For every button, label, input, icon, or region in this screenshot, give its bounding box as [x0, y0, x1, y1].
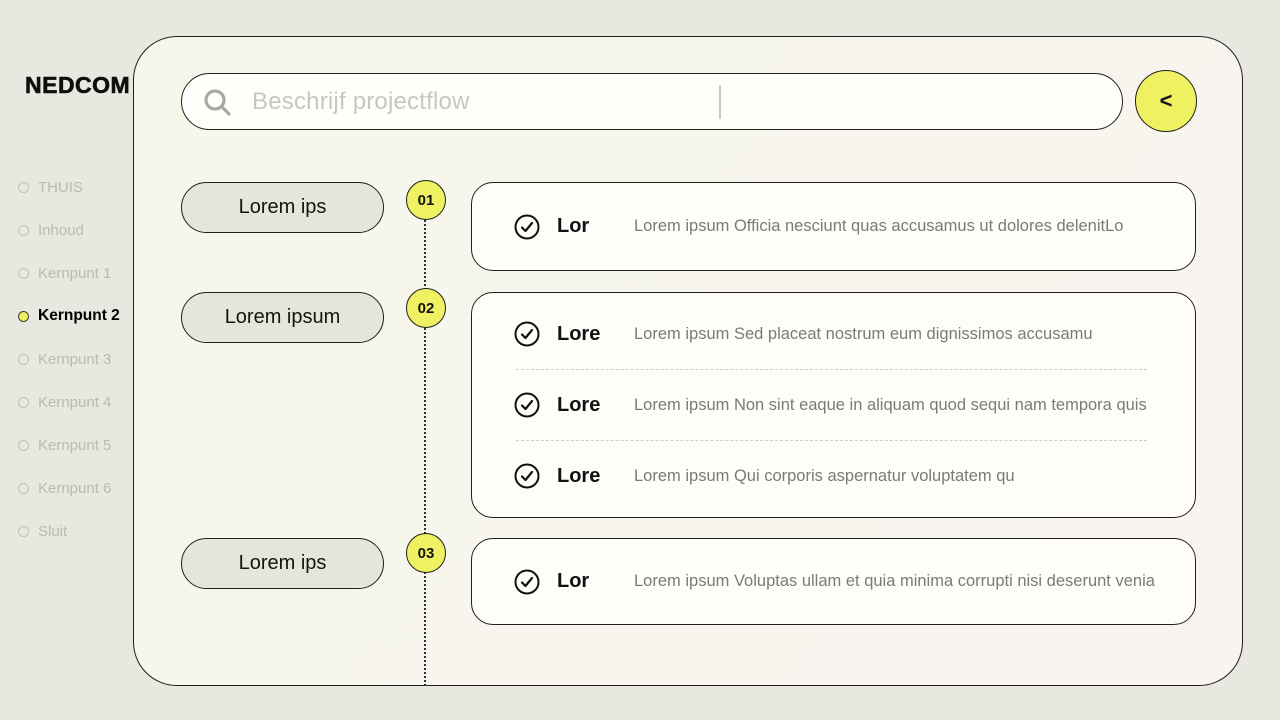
- search-bar[interactable]: Beschrijf projectflow: [181, 73, 1123, 130]
- dashed-divider: [516, 440, 1147, 441]
- text-caret: [719, 85, 721, 119]
- check-circle-icon[interactable]: [514, 214, 540, 240]
- checklist-item[interactable]: Lore Lorem ipsum Sed placeat nostrum eum…: [514, 321, 1149, 347]
- radio-icon: [18, 525, 29, 537]
- item-description: Lorem ipsum Sed placeat nostrum eum dign…: [634, 324, 1093, 343]
- sidebar-item-label: Inhoud: [38, 221, 84, 239]
- collapse-button[interactable]: <: [1135, 70, 1197, 132]
- sidebar-item-kernpunt-3[interactable]: Kernpunt 3: [18, 348, 120, 370]
- sidebar-item-label: Kernpunt 2: [38, 307, 120, 324]
- item-description: Lorem ipsum Qui corporis aspernatur volu…: [634, 466, 1015, 485]
- sidebar: NEDCOM THUIS Inhoud Kernpunt 1 Kernpunt …: [0, 0, 133, 720]
- logo: NEDCOM: [25, 72, 131, 99]
- sidebar-item-kernpunt-5[interactable]: Kernpunt 5: [18, 434, 120, 456]
- check-circle-icon[interactable]: [514, 569, 540, 595]
- check-circle-icon[interactable]: [514, 321, 540, 347]
- radio-icon: [18, 224, 29, 236]
- timeline-connector: [424, 200, 426, 686]
- search-placeholder: Beschrijf projectflow: [252, 87, 470, 115]
- main-panel: Beschrijf projectflow < Lorem ips 01 Lor…: [133, 36, 1243, 686]
- sidebar-item-thuis[interactable]: THUIS: [18, 176, 120, 198]
- step-pill-2[interactable]: Lorem ipsum: [181, 292, 384, 343]
- step-number-3[interactable]: 03: [406, 533, 446, 573]
- item-label: Lore: [557, 393, 601, 416]
- step-card-2: Lore Lorem ipsum Sed placeat nostrum eum…: [471, 292, 1196, 518]
- sidebar-item-kernpunt-4[interactable]: Kernpunt 4: [18, 391, 120, 413]
- step-number-2[interactable]: 02: [406, 288, 446, 328]
- step-number-1[interactable]: 01: [406, 180, 446, 220]
- sidebar-item-inhoud[interactable]: Inhoud: [18, 219, 120, 241]
- dashed-divider: [516, 369, 1147, 370]
- item-label: Lor: [557, 215, 590, 237]
- radio-icon: [18, 181, 29, 193]
- item-description: Lorem ipsum Voluptas ullam et quia minim…: [634, 572, 1155, 590]
- step-card-1: Lor Lorem ipsum Officia nesciunt quas ac…: [471, 182, 1196, 271]
- item-description: Lorem ipsum Non sint eaque in aliquam qu…: [634, 395, 1147, 414]
- sidebar-item-label: Kernpunt 4: [38, 393, 112, 411]
- sidebar-item-kernpunt-2[interactable]: Kernpunt 2: [18, 305, 120, 327]
- sidebar-item-label: Sluit: [38, 522, 68, 540]
- sidebar-nav: THUIS Inhoud Kernpunt 1 Kernpunt 2 Kernp…: [18, 176, 120, 542]
- step-pill-3[interactable]: Lorem ips: [181, 538, 384, 589]
- sidebar-item-kernpunt-6[interactable]: Kernpunt 6: [18, 477, 120, 499]
- item-label: Lore: [557, 464, 601, 487]
- checklist-item[interactable]: Lore Lorem ipsum Non sint eaque in aliqu…: [514, 392, 1149, 418]
- checklist-item[interactable]: Lore Lorem ipsum Qui corporis aspernatur…: [514, 463, 1149, 489]
- sidebar-item-label: Kernpunt 6: [38, 479, 112, 497]
- radio-icon: [18, 482, 29, 494]
- search-icon: [204, 88, 231, 116]
- item-label: Lore: [557, 322, 601, 345]
- step-card-3: Lor Lorem ipsum Voluptas ullam et quia m…: [471, 538, 1196, 625]
- checklist-item[interactable]: Lor Lorem ipsum Officia nesciunt quas ac…: [514, 214, 1149, 240]
- check-circle-icon[interactable]: [514, 392, 540, 418]
- radio-icon: [18, 353, 29, 365]
- step-pill-1[interactable]: Lorem ips: [181, 182, 384, 233]
- item-label: Lor: [557, 570, 590, 592]
- chevron-left-icon: <: [1159, 88, 1173, 113]
- radio-icon: [18, 267, 29, 279]
- sidebar-item-kernpunt-1[interactable]: Kernpunt 1: [18, 262, 120, 284]
- radio-icon-active: [18, 310, 29, 322]
- sidebar-item-sluit[interactable]: Sluit: [18, 520, 120, 542]
- sidebar-item-label: Kernpunt 3: [38, 350, 112, 368]
- checklist-item[interactable]: Lor Lorem ipsum Voluptas ullam et quia m…: [514, 569, 1155, 595]
- sidebar-item-label: Kernpunt 1: [38, 264, 112, 282]
- sidebar-item-label: THUIS: [38, 178, 83, 196]
- radio-icon: [18, 396, 29, 408]
- sidebar-item-label: Kernpunt 5: [38, 436, 112, 454]
- check-circle-icon[interactable]: [514, 463, 540, 489]
- item-description: Lorem ipsum Officia nesciunt quas accusa…: [634, 217, 1124, 235]
- radio-icon: [18, 439, 29, 451]
